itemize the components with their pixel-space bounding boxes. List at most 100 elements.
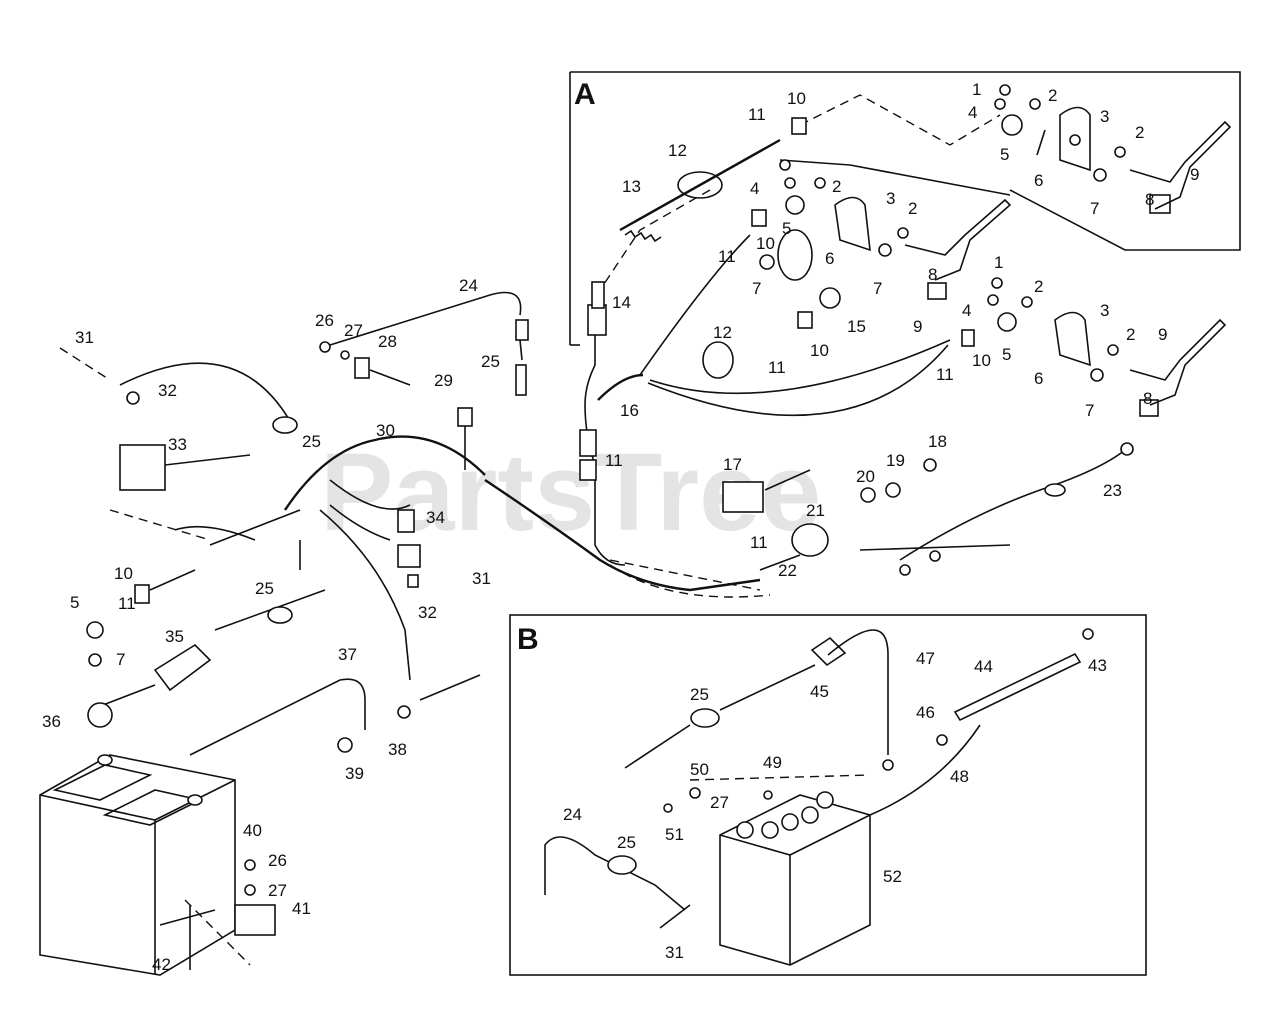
callout-11: 11 xyxy=(750,533,768,552)
callout-7: 7 xyxy=(116,650,125,669)
callout-6: 6 xyxy=(825,249,834,268)
callout-5: 5 xyxy=(1000,145,1009,164)
callout-12: 12 xyxy=(668,141,687,160)
callout-7: 7 xyxy=(873,279,882,298)
callout-45: 45 xyxy=(810,682,829,701)
callout-25: 25 xyxy=(481,352,500,371)
section-a-frame: A xyxy=(569,71,1241,346)
callout-4: 4 xyxy=(750,179,759,198)
callout-10: 10 xyxy=(787,89,806,108)
callout-1: 1 xyxy=(994,253,1003,272)
callout-7: 7 xyxy=(1090,199,1099,218)
callout-5: 5 xyxy=(1002,345,1011,364)
callout-labels: 1 2 3 2 4 5 6 7 8 9 10 11 12 13 4 2 3 2 … xyxy=(42,80,1199,974)
callout-48: 48 xyxy=(950,767,969,786)
callout-6: 6 xyxy=(1034,171,1043,190)
callout-7: 7 xyxy=(1085,401,1094,420)
callout-12: 12 xyxy=(713,323,732,342)
callout-23: 23 xyxy=(1103,481,1122,500)
callout-11: 11 xyxy=(605,451,623,470)
callout-29: 29 xyxy=(434,371,453,390)
section-b-label: B xyxy=(517,623,539,656)
callout-15: 15 xyxy=(847,317,866,336)
callout-42: 42 xyxy=(152,955,171,974)
callout-41: 41 xyxy=(292,899,311,918)
callout-20: 20 xyxy=(856,467,875,486)
callout-18: 18 xyxy=(928,432,947,451)
callout-30: 30 xyxy=(376,421,395,440)
callout-27: 27 xyxy=(344,321,363,340)
callout-5: 5 xyxy=(782,219,791,238)
callout-8: 8 xyxy=(928,265,937,284)
callout-11: 11 xyxy=(748,105,766,124)
section-b-frame: B xyxy=(509,614,1147,976)
callout-10: 10 xyxy=(114,564,133,583)
callout-25: 25 xyxy=(255,579,274,598)
callout-8: 8 xyxy=(1145,190,1154,209)
callout-4: 4 xyxy=(968,103,977,122)
section-a-label: A xyxy=(574,78,596,111)
callout-40: 40 xyxy=(243,821,262,840)
callout-10: 10 xyxy=(810,341,829,360)
callout-25: 25 xyxy=(302,432,321,451)
callout-8: 8 xyxy=(1143,389,1152,408)
callout-1: 1 xyxy=(972,80,981,99)
callout-14: 14 xyxy=(612,293,631,312)
callout-51: 51 xyxy=(665,825,684,844)
callout-46: 46 xyxy=(916,703,935,722)
callout-2: 2 xyxy=(1135,123,1144,142)
callout-27: 27 xyxy=(268,881,287,900)
callout-17: 17 xyxy=(723,455,742,474)
callout-21: 21 xyxy=(806,501,825,520)
callout-3: 3 xyxy=(886,189,895,208)
callout-50: 50 xyxy=(690,760,709,779)
callout-11: 11 xyxy=(936,365,954,384)
callout-31: 31 xyxy=(665,943,684,962)
callout-11: 11 xyxy=(718,247,736,266)
section-b-parts xyxy=(544,628,1094,966)
callout-2: 2 xyxy=(1034,277,1043,296)
callout-2: 2 xyxy=(832,177,841,196)
main-wire-harness xyxy=(59,291,1134,756)
callout-3: 3 xyxy=(1100,107,1109,126)
callout-36: 36 xyxy=(42,712,61,731)
callout-39: 39 xyxy=(345,764,364,783)
callout-2: 2 xyxy=(1126,325,1135,344)
section-a-controls xyxy=(579,84,1232,566)
callout-25: 25 xyxy=(690,685,709,704)
callout-7: 7 xyxy=(752,279,761,298)
callout-52: 52 xyxy=(883,867,902,886)
battery-40 xyxy=(39,754,276,976)
callout-11: 11 xyxy=(768,358,786,377)
callout-33: 33 xyxy=(168,435,187,454)
callout-5: 5 xyxy=(70,593,79,612)
callout-49: 49 xyxy=(763,753,782,772)
callout-47: 47 xyxy=(916,649,935,668)
callout-38: 38 xyxy=(388,740,407,759)
callout-25: 25 xyxy=(617,833,636,852)
callout-9: 9 xyxy=(1158,325,1167,344)
callout-4: 4 xyxy=(962,301,971,320)
callout-35: 35 xyxy=(165,627,184,646)
callout-9: 9 xyxy=(1190,165,1199,184)
callout-22: 22 xyxy=(778,561,797,580)
callout-24: 24 xyxy=(563,805,582,824)
callout-34: 34 xyxy=(426,508,445,527)
callout-19: 19 xyxy=(886,451,905,470)
callout-44: 44 xyxy=(974,657,993,676)
callout-16: 16 xyxy=(620,401,639,420)
callout-32: 32 xyxy=(418,603,437,622)
callout-10: 10 xyxy=(756,234,775,253)
callout-6: 6 xyxy=(1034,369,1043,388)
callout-24: 24 xyxy=(459,276,478,295)
callout-10: 10 xyxy=(972,351,991,370)
callout-13: 13 xyxy=(622,177,641,196)
callout-31: 31 xyxy=(75,328,94,347)
callout-2: 2 xyxy=(1048,86,1057,105)
callout-26: 26 xyxy=(268,851,287,870)
callout-26: 26 xyxy=(315,311,334,330)
callout-11: 11 xyxy=(118,594,136,613)
callout-43: 43 xyxy=(1088,656,1107,675)
callout-2: 2 xyxy=(908,199,917,218)
